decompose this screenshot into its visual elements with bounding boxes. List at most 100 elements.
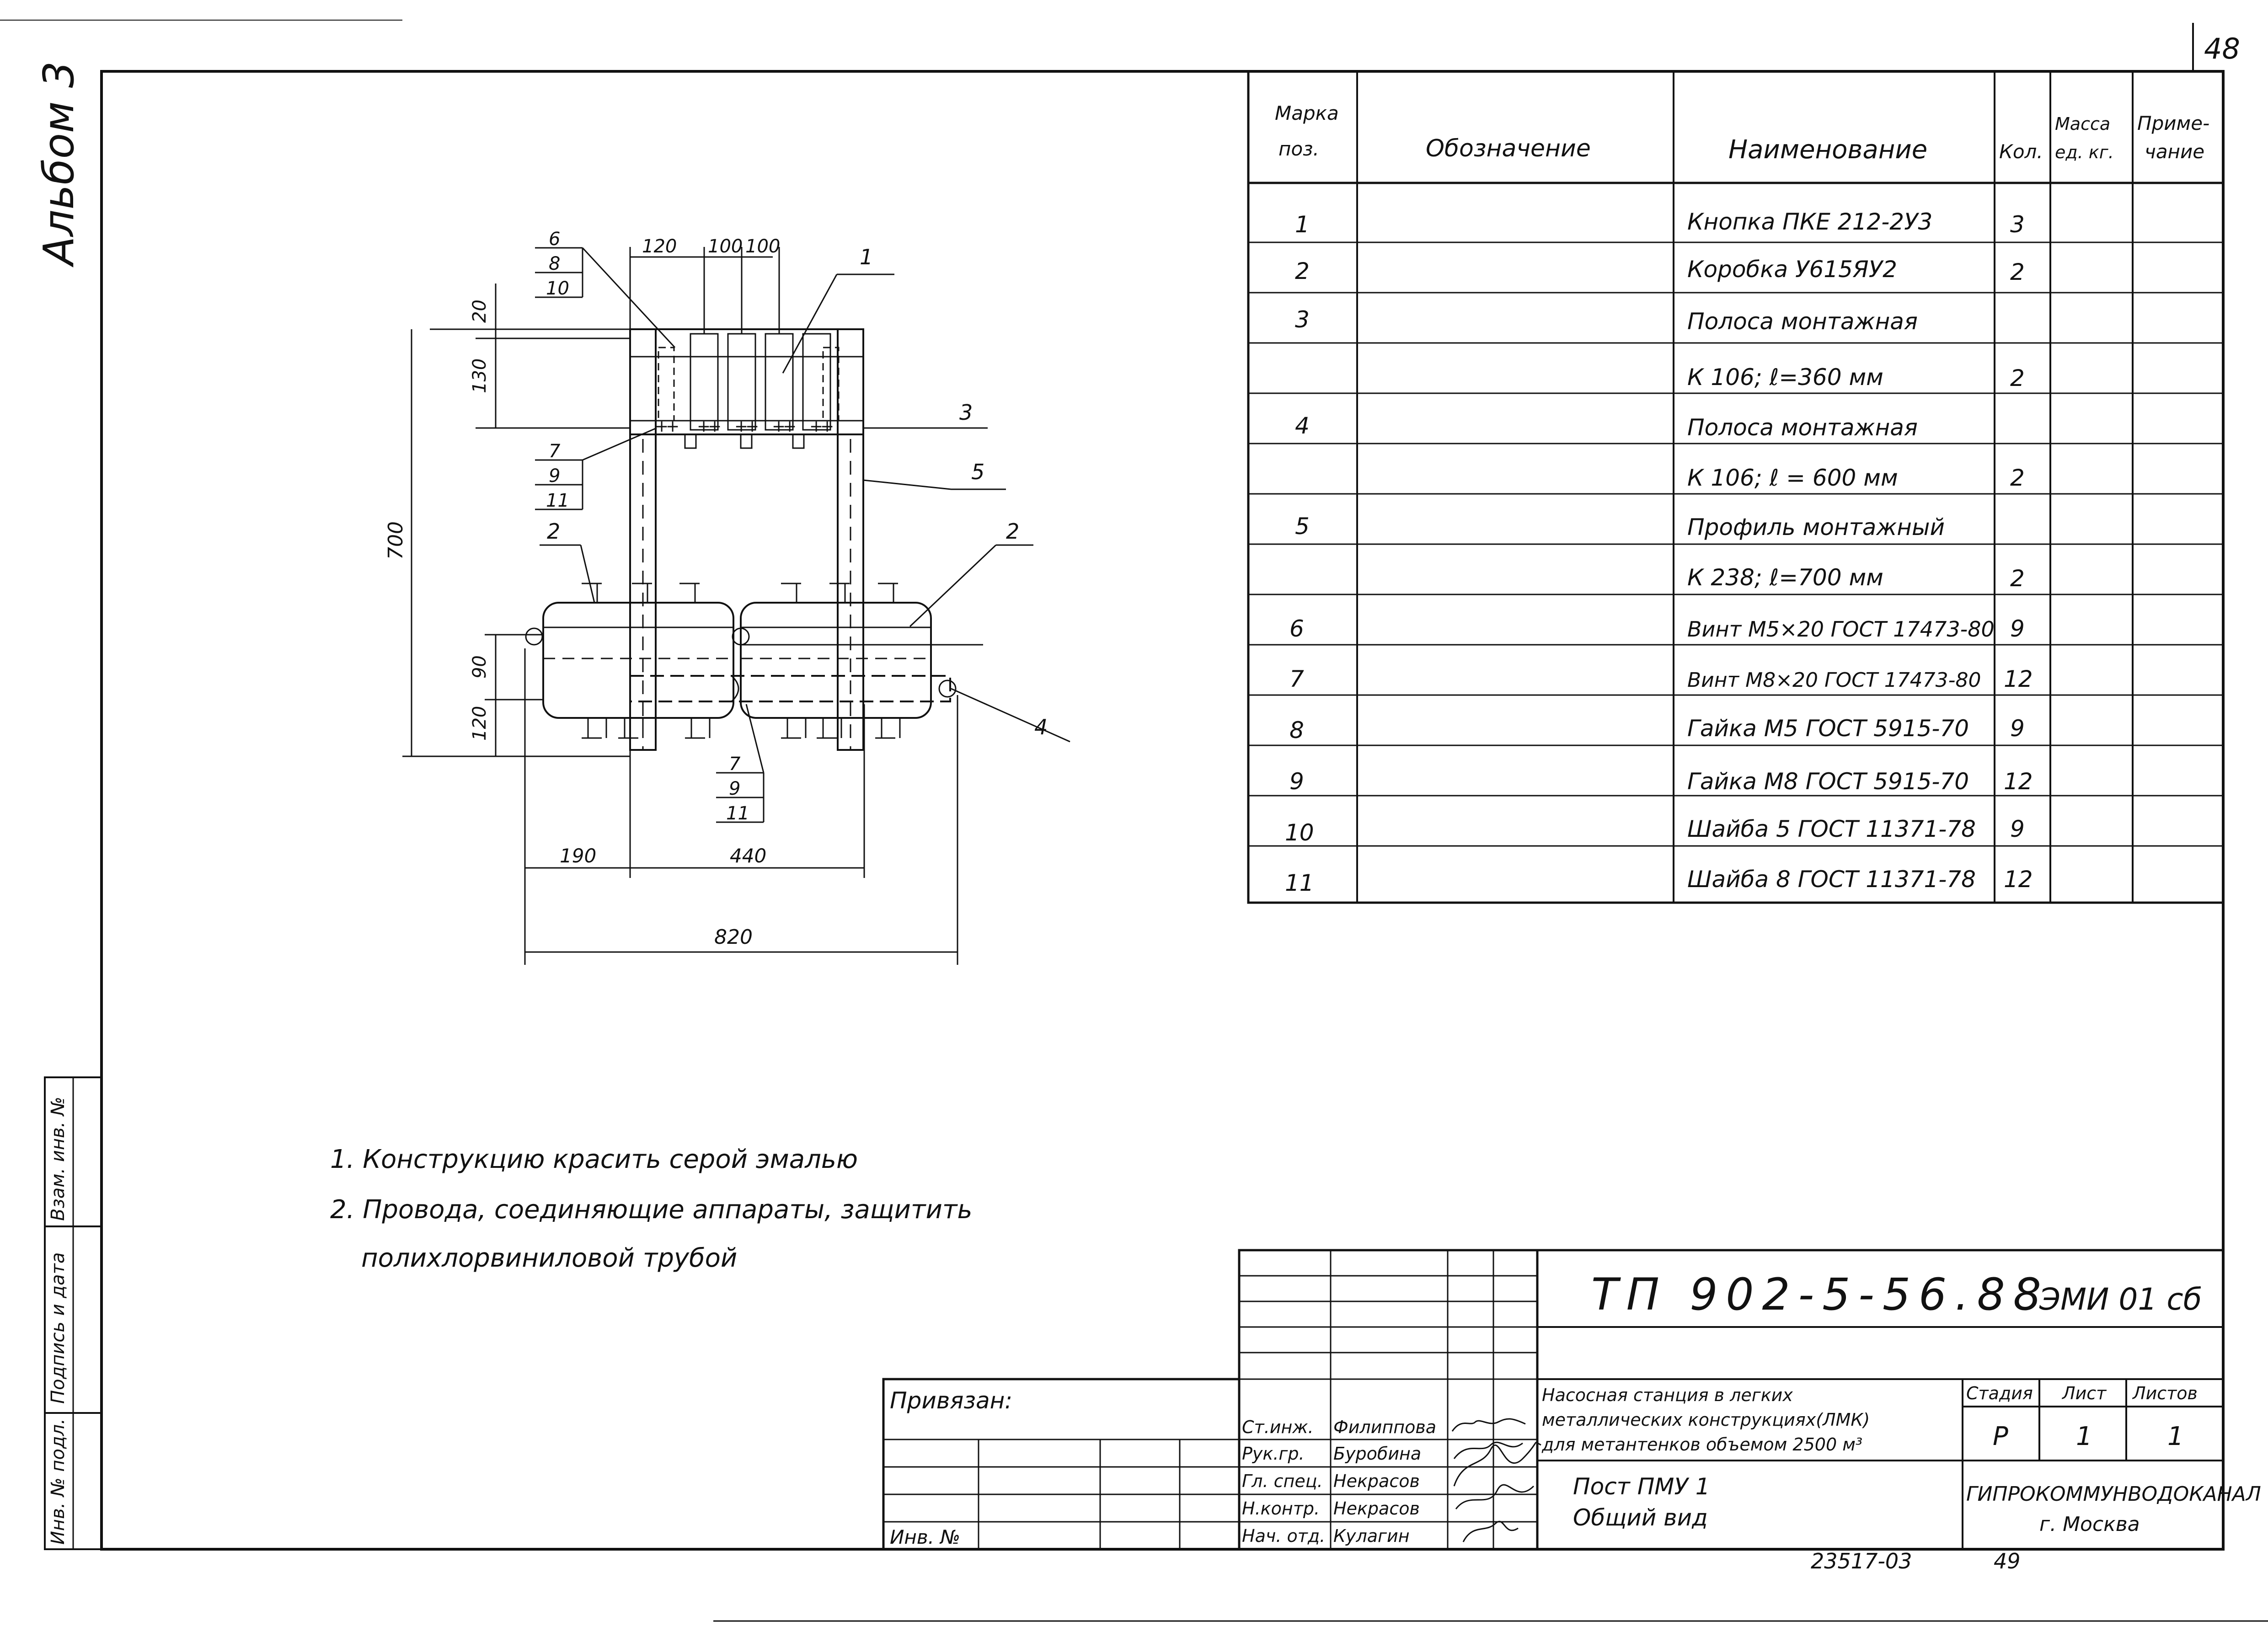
row-pos: 5: [1295, 513, 1310, 540]
junction-box-right: [740, 602, 932, 719]
assembly-drawing: ++ ++ ++ ++ ++: [384, 229, 1070, 965]
organization-city: г. Москва: [2039, 1513, 2140, 1536]
svg-text:+: +: [708, 417, 722, 436]
dim-440: 440: [730, 845, 766, 867]
stamp-podpis-data: Подпись и дата: [48, 1252, 69, 1404]
row-pos: 11: [1285, 870, 1314, 896]
sheet-label: Лист: [2061, 1383, 2107, 1403]
dim-190: 190: [560, 845, 596, 867]
dim-120: 120: [642, 236, 677, 257]
row-pos: 4: [1295, 412, 1310, 439]
sheet-value: 1: [2076, 1422, 2092, 1451]
sheet-title-2: Общий вид: [1573, 1504, 1708, 1531]
row-qty: 3: [2010, 211, 2025, 238]
role-name: Кулагин: [1333, 1526, 1410, 1546]
note-1: 1. Конструкцию красить серой эмалью: [330, 1145, 858, 1174]
hdr-pos-1: Марка: [1275, 102, 1339, 124]
callout-6: 6: [549, 229, 560, 250]
row-qty: 2: [2010, 365, 2025, 391]
row-name: К 238; ℓ=700 мм: [1687, 564, 1883, 591]
dim-700: 700: [384, 521, 407, 560]
project-name-1: Насосная станция в легких: [1542, 1385, 1793, 1405]
svg-text:+: +: [734, 417, 748, 436]
project-name-2: металлических конструкциях(ЛМК): [1542, 1410, 1870, 1430]
role-name: Некрасов: [1333, 1498, 1420, 1519]
svg-text:+: +: [697, 417, 711, 436]
callout-11-bottom: 11: [726, 803, 749, 824]
dim-90: 90: [469, 655, 490, 679]
archive-number: 23517-03: [1811, 1549, 1912, 1573]
row-pos: 2: [1295, 258, 1310, 284]
bottom-strip: [629, 675, 951, 702]
callout-11: 11: [546, 490, 569, 511]
row-name: Полоса монтажная: [1687, 308, 1918, 335]
svg-text:+: +: [772, 417, 786, 436]
row-pos: 8: [1289, 717, 1304, 744]
button-housing: [690, 333, 719, 431]
button-housing: [765, 333, 794, 431]
hdr-qty: Кол.: [1999, 140, 2043, 163]
row-pos: 1: [1295, 211, 1310, 238]
svg-text:+: +: [745, 417, 759, 436]
role-label: Ст.инж.: [1242, 1417, 1314, 1437]
hdr-note-1: Приме-: [2137, 112, 2209, 134]
sheet-title-1: Пост ПМУ 1: [1573, 1473, 1710, 1500]
role-name: Некрасов: [1333, 1471, 1420, 1491]
page-number: 49: [1994, 1549, 2021, 1573]
callout-8: 8: [549, 253, 560, 274]
row-name: К 106; ℓ=360 мм: [1687, 364, 1883, 391]
row-qty: 12: [2004, 666, 2033, 692]
row-qty: 9: [2010, 715, 2025, 742]
row-name: Гайка М8 ГОСТ 5915-70: [1687, 768, 1969, 795]
stage-label: Стадия: [1966, 1383, 2033, 1403]
note-3: полихлорвиниловой трубой: [361, 1243, 737, 1273]
callout-5: 5: [971, 460, 984, 484]
callout-10: 10: [546, 278, 569, 299]
role-label: Нач. отд.: [1242, 1526, 1325, 1546]
callout-7: 7: [549, 441, 561, 462]
row-name: Профиль монтажный: [1687, 514, 1945, 540]
callout-3: 3: [959, 400, 973, 425]
title-block: Привязан: Инв. № ТП 902-5-56.88 ЭМИ 01 с…: [882, 1249, 2261, 1573]
role-label: Н.контр.: [1242, 1498, 1320, 1519]
hdr-note-2: чание: [2145, 140, 2204, 163]
dim-820: 820: [714, 926, 753, 949]
callout-2-right: 2: [1006, 519, 1019, 544]
row-name: Полоса монтажная: [1687, 414, 1918, 441]
row-pos: 7: [1289, 666, 1304, 692]
svg-text:+: +: [820, 417, 834, 436]
hdr-name: Наименование: [1728, 135, 1927, 165]
spec-table: Марка поз. Обозначение Наименование Кол.…: [1247, 70, 2225, 904]
svg-text:+: +: [666, 417, 679, 436]
row-name: Гайка М5 ГОСТ 5915-70: [1687, 715, 1969, 742]
row-qty: 2: [2010, 259, 2025, 285]
dim-100b: 100: [745, 236, 780, 257]
row-pos: 3: [1295, 306, 1310, 333]
row-qty: 12: [2004, 768, 2033, 795]
dim-130: 130: [469, 358, 490, 393]
corner-sheet-number: 48: [2204, 32, 2240, 65]
note-2: 2. Провода, соединяющие аппараты, защити…: [330, 1195, 973, 1225]
organization: ГИПРОКОММУНВОДОКАНАЛ: [1966, 1482, 2261, 1506]
project-name-3: для метантенков объемом 2500 м³: [1541, 1434, 1862, 1455]
row-pos: 10: [1285, 819, 1314, 846]
callout-1: 1: [860, 245, 873, 269]
row-name: Шайба 8 ГОСТ 11371-78: [1687, 866, 1976, 893]
role-label: Рук.гр.: [1242, 1444, 1305, 1464]
hdr-designation: Обозначение: [1426, 135, 1591, 162]
stamp-inv-podl: Инв. № подл.: [48, 1418, 69, 1545]
sheets-value: 1: [2167, 1422, 2184, 1451]
button-housing: [727, 333, 756, 431]
row-qty: 2: [2010, 565, 2025, 592]
row-pos: 9: [1289, 768, 1304, 795]
dim-120-v: 120: [469, 706, 490, 741]
role-name: Буробина: [1333, 1444, 1421, 1464]
privyazan-label: Привязан:: [890, 1387, 1012, 1414]
row-name: Шайба 5 ГОСТ 11371-78: [1687, 816, 1976, 842]
doc-code: ТП 902-5-56.88: [1591, 1269, 2049, 1320]
callout-9-bottom: 9: [729, 778, 740, 799]
button-housing: [802, 333, 831, 431]
notes: 1. Конструкцию красить серой эмалью 2. П…: [330, 1145, 973, 1273]
album-label: Альбом 3: [34, 61, 83, 268]
